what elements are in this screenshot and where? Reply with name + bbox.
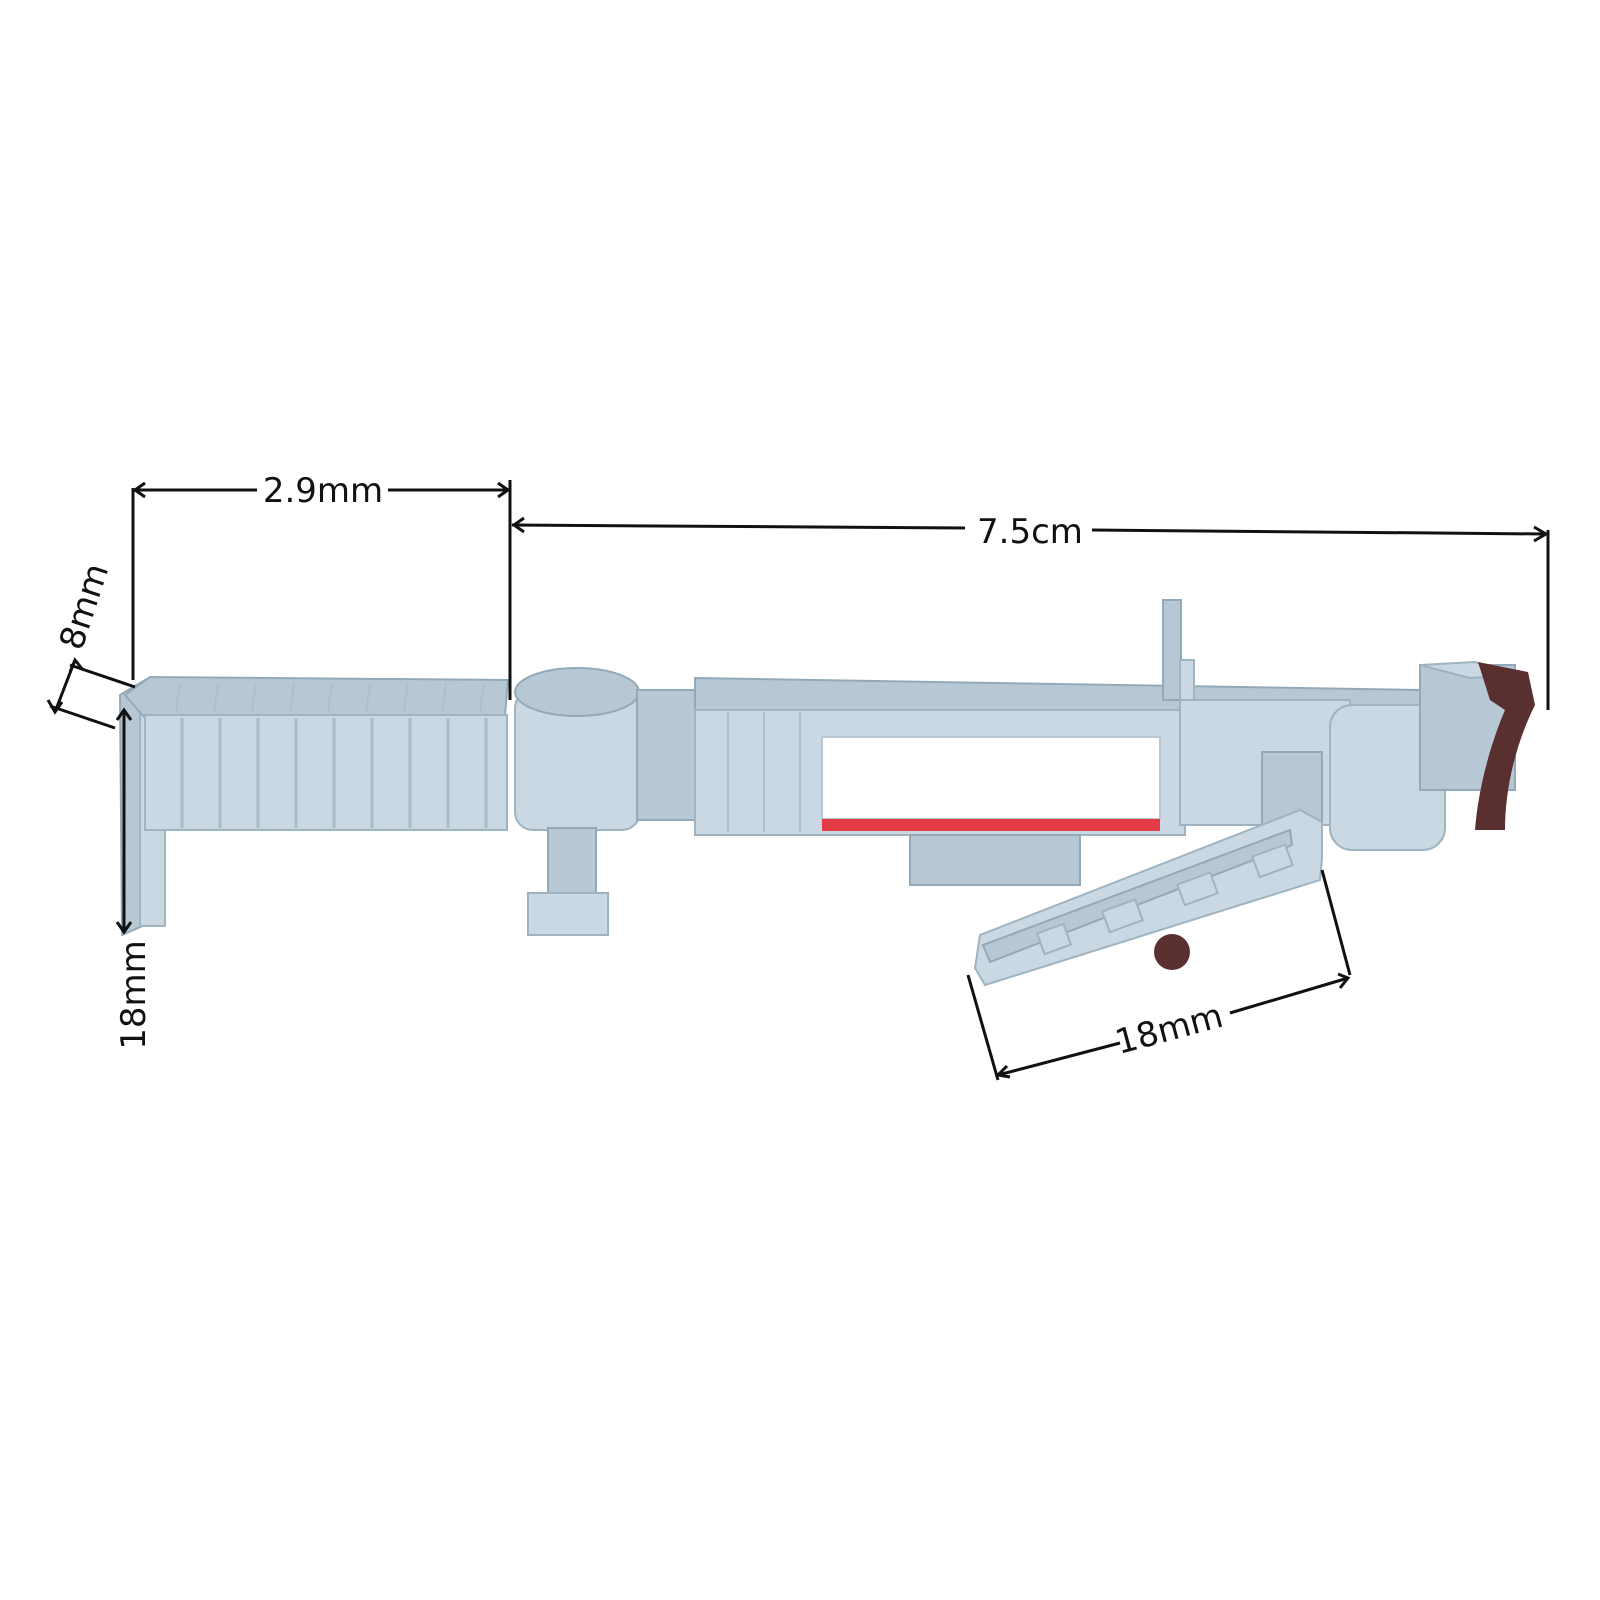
left-tunnel-top bbox=[123, 675, 510, 720]
sign-red-stripe bbox=[822, 819, 1160, 831]
under-tunnel-box bbox=[909, 834, 1081, 886]
rotunda-column bbox=[547, 827, 597, 904]
rotunda-top bbox=[514, 667, 640, 717]
dimension-top-main: 7.5cm bbox=[511, 512, 1550, 710]
label-depth: 8mm bbox=[52, 559, 117, 655]
label-stair-length: 18mm bbox=[1111, 996, 1227, 1063]
stair-wheel bbox=[1154, 934, 1190, 970]
service-stair bbox=[973, 751, 1323, 987]
dimension-height: 18mm bbox=[114, 707, 154, 1050]
bumper bbox=[1475, 662, 1535, 830]
left-tunnel-side bbox=[144, 714, 508, 831]
label-height: 18mm bbox=[114, 940, 154, 1050]
sign-panel bbox=[821, 736, 1161, 820]
cab-mast-tip bbox=[1179, 659, 1195, 701]
label-width-left: 2.9mm bbox=[263, 471, 383, 511]
label-main-length: 7.5cm bbox=[977, 512, 1083, 552]
tunnel-connector bbox=[636, 689, 698, 821]
cab-mast bbox=[1162, 599, 1182, 701]
left-tunnel-ribs bbox=[175, 682, 488, 828]
boarding-bridge-model bbox=[118, 599, 1535, 987]
main-tunnel-ribs bbox=[727, 712, 801, 832]
dimension-top-left: 2.9mm bbox=[131, 471, 512, 700]
rotunda-base bbox=[527, 892, 609, 936]
